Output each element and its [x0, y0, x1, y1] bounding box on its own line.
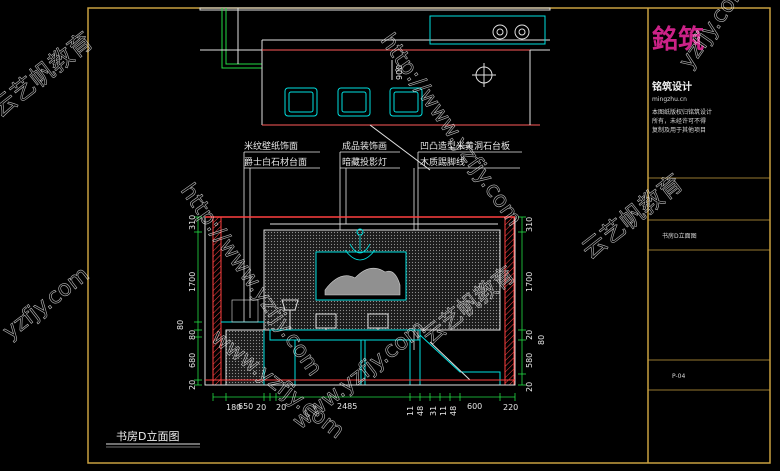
note-line-0: 本图纸版权归铭筑设计 — [652, 108, 712, 116]
bottom-dim-0: 180 — [226, 403, 241, 412]
left-dim-5: 20 — [188, 380, 197, 390]
company-logo: 銘筑 — [652, 24, 704, 55]
plan-dimension: 900 — [395, 65, 404, 80]
label-wallpaper: 米纹壁纸饰面 — [244, 140, 298, 152]
title-block-drawing-name: 书房D立面图 — [662, 232, 697, 240]
right-dim-0: 310 — [525, 217, 534, 232]
company-site: mingzhu.cn — [652, 96, 687, 103]
left-dim-2: 80 — [176, 320, 185, 330]
bottom-dim-9: 48 — [449, 406, 458, 416]
bottom-dim-1: 650 — [238, 402, 253, 411]
right-dim-2: 20 — [525, 330, 534, 340]
bottom-dim-2: 20 — [256, 403, 266, 412]
label-skirting: 木质踢脚线 — [420, 156, 465, 168]
label-travertine: 凹凸造型米黄洞石台板 — [420, 140, 510, 152]
bottom-dim-3: 20 — [276, 403, 286, 412]
label-hidden-light: 暗藏投影灯 — [342, 156, 387, 168]
right-dim-4: 80 — [537, 335, 546, 345]
drawing-title: 书房D立面图 — [116, 429, 179, 443]
company-name: 铭筑设计 — [652, 80, 692, 93]
right-dim-3: 580 — [525, 353, 534, 368]
left-dim-3: 80 — [188, 330, 197, 340]
title-block: 銘筑 铭筑设计 mingzhu.cn 本图纸版权归铭筑设计 所有，未经许可不得 … — [648, 24, 770, 391]
bottom-dim-10: 600 — [467, 402, 482, 411]
right-dim-5: 20 — [525, 382, 534, 392]
label-painting: 成品装饰画 — [342, 140, 387, 152]
elevation-view — [204, 216, 516, 386]
bottom-dimension-chain — [212, 393, 516, 401]
bottom-dim-11: 220 — [503, 403, 518, 412]
bottom-dim-5: 11 — [406, 406, 415, 416]
right-dimension-chain — [518, 216, 526, 386]
note-line-1: 所有，未经许可不得 — [652, 117, 706, 125]
label-marble-counter: 爵士白石材台面 — [244, 156, 307, 168]
watermarks: http://www.yzfjy.com http://www.yzfjy.co… — [0, 0, 754, 444]
page-number: P-04 — [672, 373, 685, 380]
left-dim-1: 1700 — [188, 272, 197, 292]
left-dim-0: 310 — [188, 215, 197, 230]
right-dim-1: 1700 — [525, 272, 534, 292]
bottom-dim-8: 11 — [439, 406, 448, 416]
bottom-dim-6: 48 — [416, 406, 425, 416]
left-dim-4: 680 — [188, 353, 197, 368]
watermark-url-2: http://www.yzfjy.com — [375, 29, 527, 231]
bottom-dim-4: 2485 — [337, 402, 357, 411]
note-line-2: 复制及用于其他项目 — [652, 126, 706, 134]
plan-view — [199, 7, 551, 171]
bottom-dim-7: 31 — [429, 406, 438, 416]
watermark-brand: 云艺帆教育 — [0, 27, 98, 123]
watermark-domain: yzfjy.com — [0, 262, 94, 345]
left-dimension-chain — [194, 216, 202, 386]
